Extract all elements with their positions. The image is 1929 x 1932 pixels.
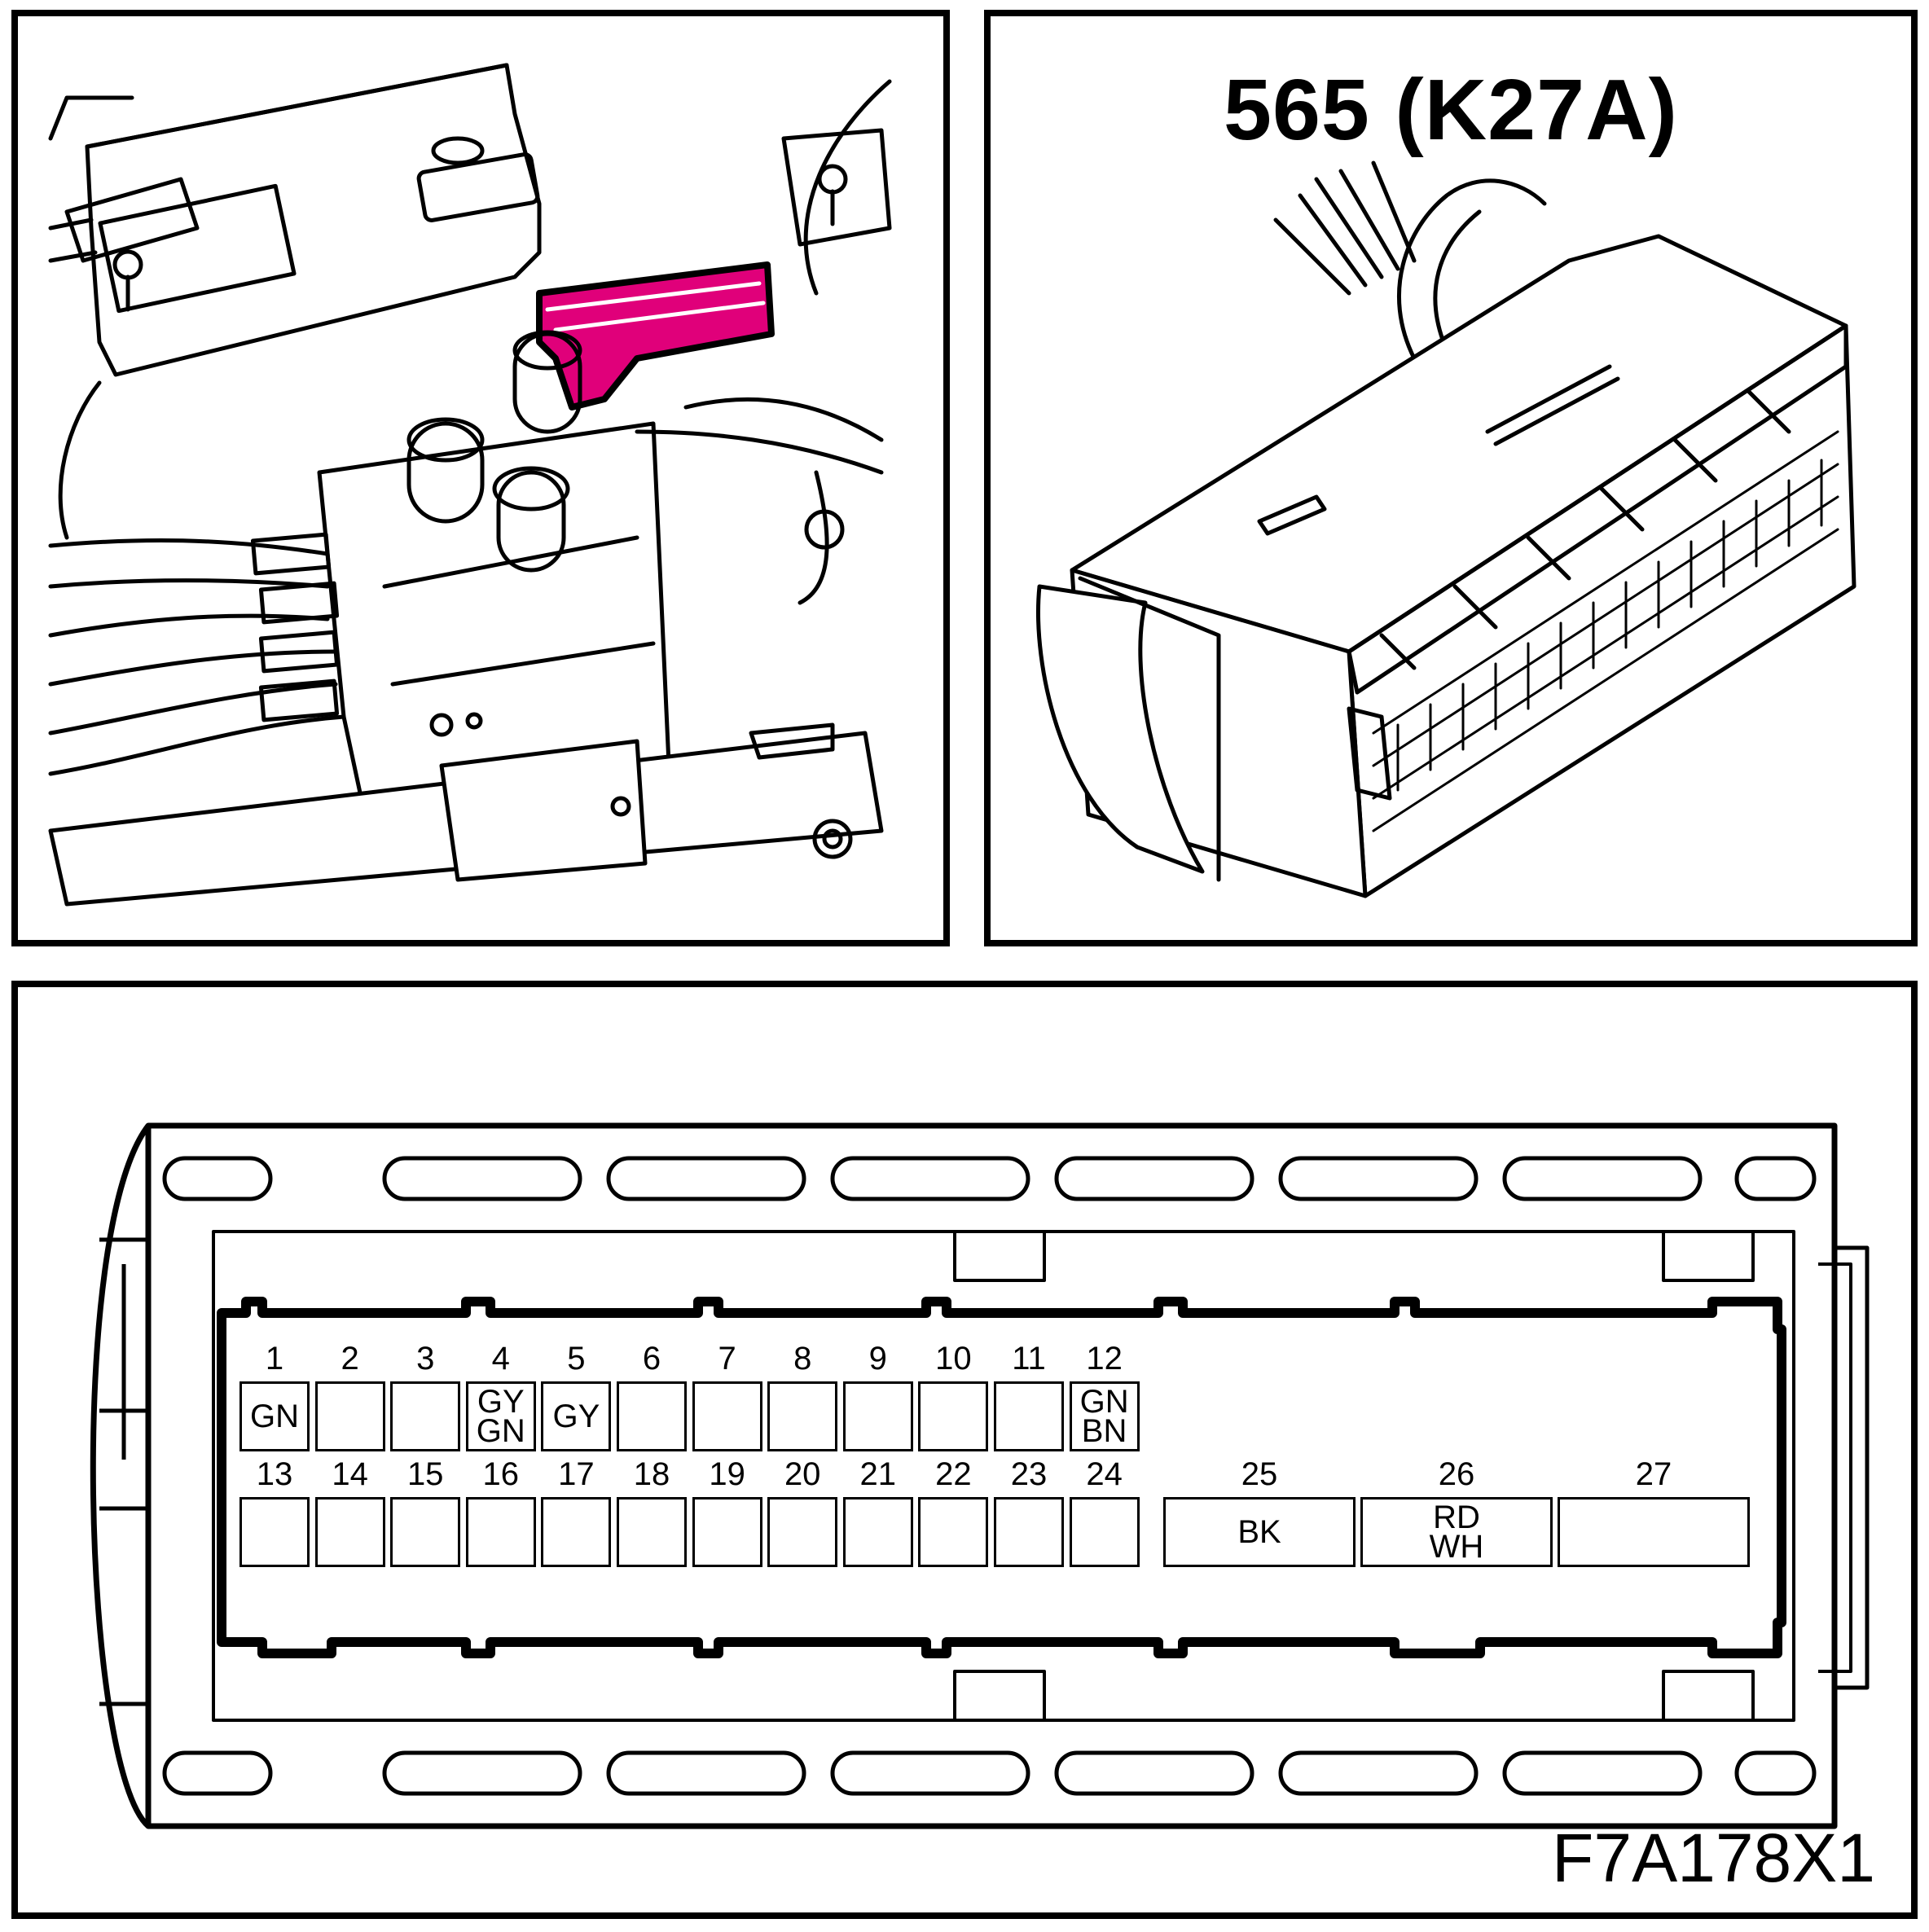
figure-code: F7A178X1 bbox=[1552, 1820, 1875, 1896]
pin-cavity-1: GN bbox=[239, 1381, 310, 1451]
pin-number-21: 21 bbox=[859, 1456, 897, 1492]
pin-number-13: 13 bbox=[256, 1456, 293, 1492]
pin-cavity-13 bbox=[239, 1497, 310, 1567]
pin-number-3: 3 bbox=[416, 1341, 435, 1377]
connector-title: 565 (K27A) bbox=[1224, 62, 1678, 158]
wire-color-code: WH bbox=[1429, 1529, 1484, 1565]
pin-number-25: 25 bbox=[1241, 1456, 1278, 1492]
wire-color-code: GY bbox=[477, 1384, 525, 1420]
pin-cavity-22 bbox=[918, 1497, 989, 1567]
pin-number-23: 23 bbox=[1010, 1456, 1048, 1492]
pin-cavity-19 bbox=[692, 1497, 762, 1567]
pin-cavity-23 bbox=[994, 1497, 1064, 1567]
connector-face-outline bbox=[90, 1122, 1870, 1829]
pin-cavity-14 bbox=[314, 1497, 385, 1567]
pin-cavity-25: BK bbox=[1163, 1497, 1356, 1567]
pin-number-11: 11 bbox=[1012, 1341, 1046, 1377]
pin-number-20: 20 bbox=[784, 1456, 821, 1492]
connector-view-panel: 565 (K27A) bbox=[984, 10, 1918, 946]
wire-color-code: RD bbox=[1433, 1499, 1480, 1535]
pin-number-7: 7 bbox=[718, 1341, 736, 1377]
highlighted-connector bbox=[536, 261, 775, 411]
pin-cavity-10 bbox=[918, 1381, 989, 1451]
pin-cavity-16 bbox=[465, 1497, 536, 1567]
pin-cavity-21 bbox=[842, 1497, 913, 1567]
pin-cavity-17 bbox=[541, 1497, 612, 1567]
pin-number-2: 2 bbox=[341, 1341, 359, 1377]
pin-number-15: 15 bbox=[406, 1456, 444, 1492]
pin-number-14: 14 bbox=[332, 1456, 368, 1492]
connector-perspective-drawing bbox=[1036, 160, 1856, 898]
pin-cavity-18 bbox=[617, 1497, 687, 1567]
pin-cavity-6 bbox=[617, 1381, 687, 1451]
wire-color-code: GN bbox=[476, 1413, 525, 1449]
pin-number-24: 24 bbox=[1086, 1456, 1123, 1492]
pin-number-18: 18 bbox=[633, 1456, 670, 1492]
pin-number-12: 12 bbox=[1086, 1341, 1123, 1377]
wire-color-code: GN bbox=[250, 1399, 299, 1434]
pin-cavity-27 bbox=[1558, 1497, 1750, 1567]
pin-number-4: 4 bbox=[491, 1341, 510, 1377]
wire-color-code: BK bbox=[1237, 1514, 1281, 1550]
pin-number-19: 19 bbox=[709, 1456, 745, 1492]
location-illustration-panel bbox=[11, 10, 950, 946]
pin-cavity-3 bbox=[390, 1381, 461, 1451]
pin-number-22: 22 bbox=[935, 1456, 972, 1492]
pin-number-6: 6 bbox=[642, 1341, 661, 1377]
pin-cavity-7 bbox=[692, 1381, 762, 1451]
pin-cavity-11 bbox=[994, 1381, 1064, 1451]
pin-number-9: 9 bbox=[868, 1341, 887, 1377]
pin-number-1: 1 bbox=[265, 1341, 284, 1377]
pin-number-26: 26 bbox=[1438, 1456, 1475, 1492]
wire-color-code: BN bbox=[1081, 1413, 1127, 1449]
pin-number-10: 10 bbox=[935, 1341, 972, 1377]
pin-cavity-15 bbox=[390, 1497, 461, 1567]
wire-color-code: GN bbox=[1079, 1384, 1129, 1420]
pin-cavity-2 bbox=[314, 1381, 385, 1451]
ecu-location-drawing bbox=[48, 63, 892, 907]
pin-cavity-5: GY bbox=[541, 1381, 612, 1451]
pin-cavity-20 bbox=[767, 1497, 838, 1567]
wire-color-code: GY bbox=[552, 1399, 600, 1434]
pin-number-16: 16 bbox=[482, 1456, 520, 1492]
pin-number-8: 8 bbox=[793, 1341, 812, 1377]
pin-cavity-9 bbox=[842, 1381, 913, 1451]
pin-number-27: 27 bbox=[1635, 1456, 1672, 1492]
pin-cavity-8 bbox=[767, 1381, 838, 1451]
pin-cavity-24 bbox=[1069, 1497, 1140, 1567]
pin-number-5: 5 bbox=[567, 1341, 586, 1377]
pin-number-17: 17 bbox=[558, 1456, 595, 1492]
